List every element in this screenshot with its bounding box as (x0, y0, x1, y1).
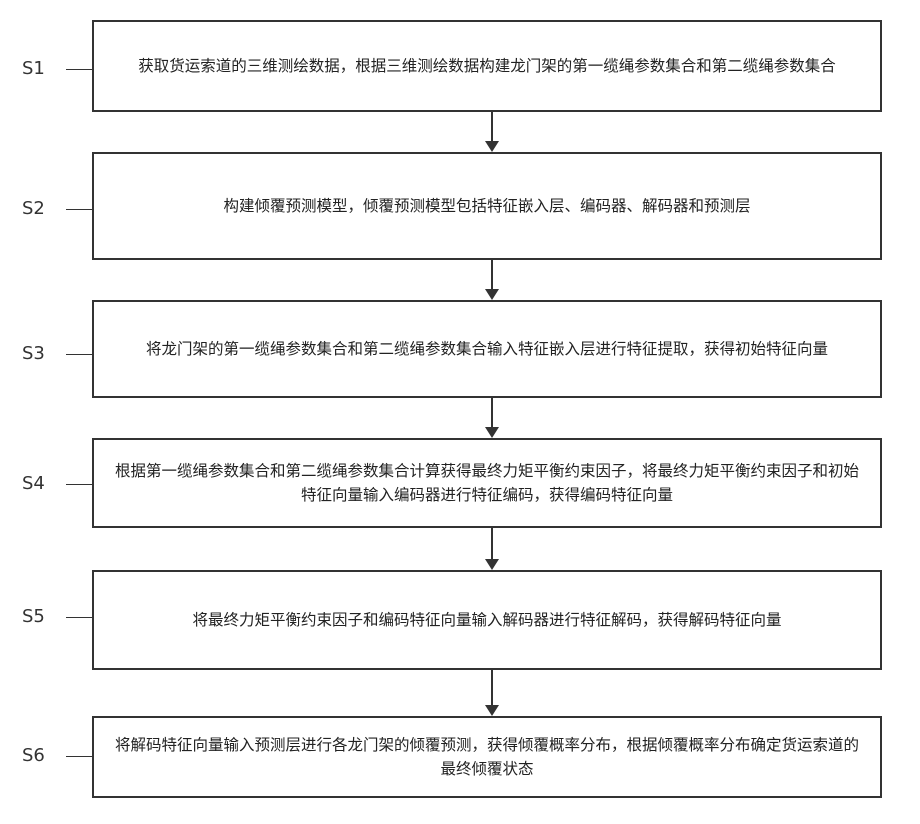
step-box-s1: 获取货运索道的三维测绘数据，根据三维测绘数据构建龙门架的第一缆绳参数集合和第二缆… (92, 20, 882, 112)
step-box-s5: 将最终力矩平衡约束因子和编码特征向量输入解码器进行特征解码，获得解码特征向量 (92, 570, 882, 670)
arrow-s4-s5 (485, 528, 499, 570)
arrow-s5-s6 (485, 670, 499, 716)
leader-line-s3 (66, 354, 92, 355)
leader-line-s4 (66, 484, 92, 485)
arrow-s3-s4 (485, 398, 499, 438)
leader-line-s2 (66, 209, 92, 210)
arrow-s1-s2 (485, 112, 499, 152)
step-text-s3: 将龙门架的第一缆绳参数集合和第二缆绳参数集合输入特征嵌入层进行特征提取，获得初始… (146, 337, 828, 361)
step-text-s6: 将解码特征向量输入预测层进行各龙门架的倾覆预测，获得倾覆概率分布，根据倾覆概率分… (108, 733, 866, 781)
arrow-s2-s3 (485, 260, 499, 300)
step-box-s6: 将解码特征向量输入预测层进行各龙门架的倾覆预测，获得倾覆概率分布，根据倾覆概率分… (92, 716, 882, 798)
leader-line-s1 (66, 69, 92, 70)
step-label-s5: S5 (22, 606, 62, 627)
step-text-s1: 获取货运索道的三维测绘数据，根据三维测绘数据构建龙门架的第一缆绳参数集合和第二缆… (138, 54, 836, 78)
step-box-s2: 构建倾覆预测模型，倾覆预测模型包括特征嵌入层、编码器、解码器和预测层 (92, 152, 882, 260)
step-label-s6: S6 (22, 745, 62, 766)
leader-line-s5 (66, 617, 92, 618)
step-text-s4: 根据第一缆绳参数集合和第二缆绳参数集合计算获得最终力矩平衡约束因子，将最终力矩平… (108, 459, 866, 507)
step-label-s4: S4 (22, 473, 62, 494)
step-label-s2: S2 (22, 198, 62, 219)
step-label-s1: S1 (22, 58, 62, 79)
step-label-s3: S3 (22, 343, 62, 364)
step-text-s5: 将最终力矩平衡约束因子和编码特征向量输入解码器进行特征解码，获得解码特征向量 (192, 608, 781, 632)
leader-line-s6 (66, 756, 92, 757)
step-box-s3: 将龙门架的第一缆绳参数集合和第二缆绳参数集合输入特征嵌入层进行特征提取，获得初始… (92, 300, 882, 398)
step-box-s4: 根据第一缆绳参数集合和第二缆绳参数集合计算获得最终力矩平衡约束因子，将最终力矩平… (92, 438, 882, 528)
step-text-s2: 构建倾覆预测模型，倾覆预测模型包括特征嵌入层、编码器、解码器和预测层 (223, 194, 750, 218)
